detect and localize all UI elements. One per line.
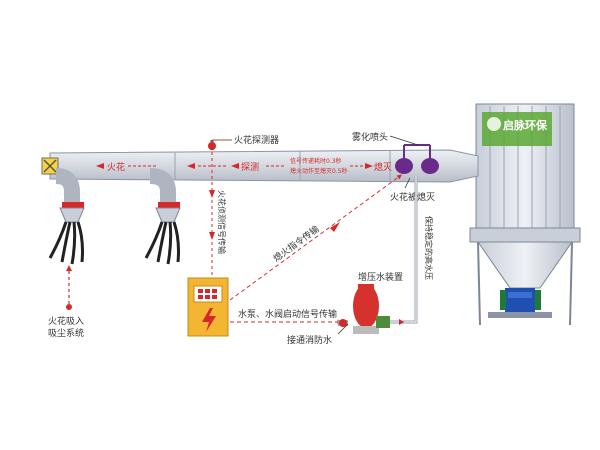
water-tank [353, 284, 379, 328]
pump-signal-label: 水泵、水阀启动信号传输 [238, 308, 337, 320]
nozzle-left [395, 158, 413, 174]
spark-detector: 火花探测器 [208, 134, 279, 150]
dust-collector: 启脉环保 [469, 103, 581, 326]
lightning-icon [202, 308, 216, 332]
high-pressure-label: 保持稳定的高水压 [424, 216, 434, 280]
duct-label-spark: 火花 [107, 161, 125, 173]
suction-label-line2: 吸尘系统 [48, 327, 84, 339]
duct-label-extinguish-time: 熄火动作至熄灭0.5秒 [290, 167, 348, 175]
fire-water-label: 接通消防水 [287, 334, 332, 346]
suction-branch-2 [144, 168, 181, 265]
brand-name: 启脉环保 [503, 118, 548, 132]
arrow-icon [96, 163, 104, 169]
suction-label-line1: 火花吸入 [48, 315, 84, 327]
duct-flow-labels: 火花 探测 信号传递耗时0.3秒 熄火动作至熄灭0.5秒 熄灭 [96, 157, 392, 175]
control-panel [187, 277, 229, 337]
pump [376, 316, 390, 328]
duct-label-detect: 探测 [241, 161, 259, 173]
booster-label: 增压水装置 [358, 271, 403, 283]
suction-branch-1 [48, 168, 85, 265]
water-valve [339, 319, 347, 327]
nozzle-right [421, 158, 439, 174]
spark-detector-label: 火花探测器 [234, 134, 279, 146]
extinguish-command-label: 熄火指令传输 [271, 223, 322, 264]
duct-label-extinguish: 熄灭 [374, 161, 392, 173]
duct-label-signal-time: 信号传递耗时0.3秒 [290, 157, 342, 165]
atomizing-nozzles: 雾化喷头 火花被熄灭 [352, 131, 439, 203]
nozzle-label: 雾化喷头 [352, 131, 388, 143]
detector-signal-label: 火花侦测信号传输 [217, 190, 227, 254]
booster-water-device: 增压水装置 接通消防水 [287, 271, 403, 346]
spark-extinguished-label: 火花被熄灭 [390, 191, 435, 203]
duct-end-cap [41, 157, 59, 175]
motor [505, 288, 535, 312]
